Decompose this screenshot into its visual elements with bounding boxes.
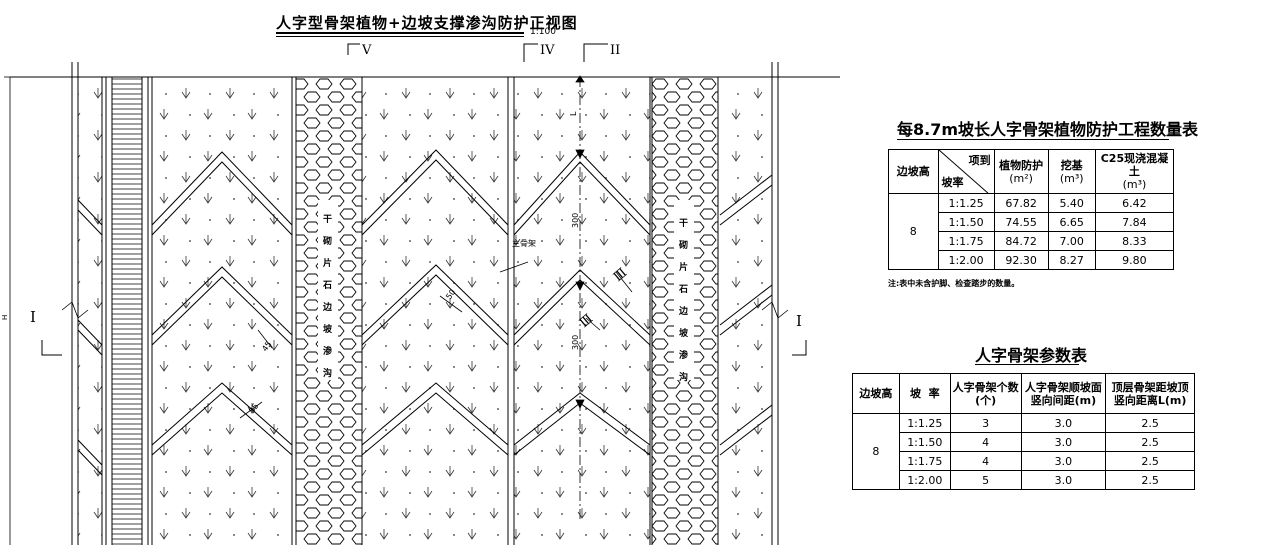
svg-text:渗: 渗 — [679, 349, 689, 361]
p-header-slope-height: 边坡高 — [852, 373, 900, 414]
vegetation-panel-3 — [514, 77, 650, 545]
header-concrete: C25现浇混凝土 (m³) — [1094, 149, 1175, 194]
p-header-top-distance: 顶层骨架距坡顶 竖向距离L(m) — [1105, 373, 1195, 414]
svg-text:砌: 砌 — [678, 239, 688, 251]
drawing-title-underline-thin — [276, 36, 524, 37]
p-header-slope-ratio: 坡 率 — [898, 373, 951, 414]
header-diagonal-line — [938, 150, 989, 194]
dim-300-lower: 300 — [571, 335, 580, 350]
svg-text:石: 石 — [678, 284, 688, 295]
quantity-table-title: 每8.7m坡长人字骨架植物防护工程数量表 — [897, 120, 1199, 139]
svg-text:渗: 渗 — [323, 345, 333, 357]
parameter-table: 边坡高 坡 率 人字骨架个数 (个) 人字骨架顺坡面 竖向间距(m) 顶层骨架距… — [852, 373, 1195, 490]
table-row: 1:1.50 4 3.0 2.5 — [853, 432, 1195, 452]
section-mark-I-left: I — [30, 308, 36, 326]
svg-text:坡: 坡 — [323, 323, 333, 335]
quantity-table: 边坡高 项到 坡率 植物防护 (m²) 挖基 (m³) C25现浇混凝土 (m³… — [888, 149, 1175, 270]
header-diag-bottom: 坡率 — [941, 176, 964, 189]
svg-text:砌: 砌 — [322, 235, 332, 247]
p-slope-height-value: 8 — [852, 413, 900, 490]
table-row: 1:1.50 74.55 6.65 7.84 — [889, 212, 1175, 232]
p-header-count: 人字骨架个数 (个) — [949, 373, 1022, 414]
svg-text:片: 片 — [679, 261, 688, 273]
header-diag-top: 项到 — [968, 154, 991, 167]
p-header-spacing: 人字骨架顺坡面 竖向间距(m) — [1020, 373, 1107, 414]
label-L: L — [569, 111, 578, 116]
table-row: 8 1:1.25 3 3.0 2.5 — [852, 413, 1195, 490]
svg-text:沟: 沟 — [679, 371, 688, 383]
slope-height-value: 8 — [888, 193, 939, 270]
table-row: 1:1.75 4 3.0 2.5 — [853, 451, 1195, 471]
svg-text:边: 边 — [322, 301, 333, 313]
section-mark-V: V — [361, 43, 372, 58]
svg-text:石: 石 — [322, 280, 332, 291]
svg-text:片: 片 — [323, 257, 332, 269]
svg-text:沟: 沟 — [323, 367, 332, 379]
section-mark-II: II — [610, 43, 620, 58]
header-excavation: 挖基 (m³) — [1047, 149, 1096, 194]
svg-text:干: 干 — [679, 218, 688, 229]
header-diagonal-cell: 项到 坡率 — [937, 149, 995, 194]
stairs — [112, 77, 142, 545]
vegetation-panel-1 — [152, 77, 292, 545]
section-mark-I-right: I — [796, 312, 802, 330]
quantity-table-note: 注:表中未含护脚、检查踏步的数量。 — [888, 279, 1020, 288]
svg-text:坡: 坡 — [679, 327, 689, 339]
drawing-title-underline — [276, 32, 524, 34]
dim-300-upper: 300 — [571, 213, 580, 228]
table-row: 1:2.00 5 3.0 2.5 — [853, 470, 1195, 490]
label-H: H — [1, 315, 9, 320]
vegetation-panel-2 — [362, 77, 508, 545]
parameter-table-title-underline — [975, 364, 1079, 365]
drawing-scale: 1:100 — [530, 27, 556, 37]
table-row: 1:2.00 92.30 8.27 9.80 — [889, 250, 1175, 270]
parameter-table-title: 人字骨架参数表 — [975, 346, 1088, 365]
svg-text:边: 边 — [678, 305, 689, 317]
svg-text:干: 干 — [323, 214, 332, 225]
seepage-ditch-label-2: 干 砌 片 石 边 坡 渗 沟 — [678, 218, 689, 383]
quantity-table-title-underline — [897, 139, 1169, 140]
front-view-drawing: 300 300 45 35 50 主骨架 L H Ⅲ Ⅲ V IV II I I… — [1, 43, 840, 545]
header-slope-height: 边坡高 — [888, 149, 939, 194]
section-mark-IV: IV — [540, 43, 555, 58]
table-row: 8 1:1.25 67.82 5.40 6.42 — [888, 193, 1175, 270]
drawing-title: 人字型骨架植物+边坡支撑渗沟防护正视图 — [276, 14, 578, 32]
vegetation-panel-0 — [78, 77, 102, 545]
header-plant-protection: 植物防护 (m²) — [993, 149, 1049, 194]
seepage-ditch-label-1: 干 砌 片 石 边 坡 渗 沟 — [322, 214, 333, 379]
vegetation-panel-4 — [720, 77, 772, 545]
label-main-frame: 主骨架 — [512, 238, 536, 248]
